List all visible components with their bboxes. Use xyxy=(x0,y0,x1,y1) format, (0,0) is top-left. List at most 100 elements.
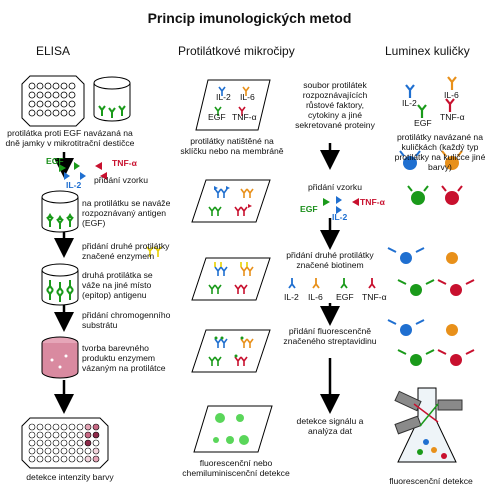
elisa-bind-text: na protilátku se naváže rozpoznávaný ant… xyxy=(82,198,171,228)
microarray-slide-2-icon xyxy=(191,179,271,223)
plate-well xyxy=(60,423,68,431)
plate-well xyxy=(52,447,60,455)
elisa-second-ab-text: přidání druhé protilátky značené enzymem xyxy=(82,241,170,261)
elisa-il2-label: IL-2 xyxy=(66,180,82,190)
plate-well xyxy=(92,447,100,455)
plate-well xyxy=(92,439,100,447)
luminex-signal-text: detekce signálu a analýza dat xyxy=(296,416,364,436)
lx-mix-il2-label: IL-2 xyxy=(332,212,348,222)
luminex-sandwich-beads-icon xyxy=(387,247,475,366)
microarray-slide-4-icon xyxy=(191,329,271,373)
plate-well xyxy=(84,455,92,463)
flow-cytometer-icon xyxy=(394,387,463,463)
plate-well xyxy=(44,455,52,463)
microarray-result-slide-icon xyxy=(193,405,273,453)
well-sandwich-icon xyxy=(41,263,79,306)
plate-well xyxy=(60,455,68,463)
result-plate-icon xyxy=(21,417,109,469)
plate-well xyxy=(84,423,92,431)
elisa-detect-text: detekce intenzity barvy xyxy=(26,472,114,482)
plate-well xyxy=(28,439,36,447)
plate-well xyxy=(60,447,68,455)
well-with-antigen-icon xyxy=(41,190,79,233)
elisa-add-sample-text: přidání vzorku xyxy=(94,175,148,185)
luminex-beads-text: protilátky navázané na kuličkách (každý … xyxy=(394,132,486,172)
plate-well xyxy=(44,447,52,455)
elisa-tnf-label: TNF-α xyxy=(112,158,137,168)
lx-mix-tnf-label: TNF-α xyxy=(360,197,385,207)
antigen-mix-icon xyxy=(59,162,107,180)
plate-well xyxy=(52,423,60,431)
ma-egf-label: EGF xyxy=(208,112,226,122)
plate-well xyxy=(76,439,84,447)
microtiter-plate-icon xyxy=(21,75,85,127)
luminex-biotin-antibodies-icon xyxy=(288,278,376,289)
luminex-strep-text: přidání fluorescenčně značeného streptav… xyxy=(283,326,377,346)
plate-well xyxy=(68,455,76,463)
plate-well xyxy=(84,447,92,455)
plate-well xyxy=(36,447,44,455)
plate-well xyxy=(44,439,52,447)
column-elisa: ELISA xyxy=(36,44,71,58)
plate-well xyxy=(52,455,60,463)
plate-well xyxy=(44,423,52,431)
column-luminex: Luminex kuličky xyxy=(385,44,470,58)
plate-well xyxy=(68,431,76,439)
plate-well xyxy=(28,431,36,439)
well-icon xyxy=(93,76,131,122)
plate-well xyxy=(36,455,44,463)
luminex-antibody-set-icon xyxy=(405,76,457,118)
elisa-bind2-text: druhá protilátka se váže na jiné místo (… xyxy=(82,270,153,300)
luminex-add-sample-text: přidání vzorku xyxy=(308,182,362,192)
lx-egf-label: EGF xyxy=(414,118,432,128)
microarray-printed-text: protilátky natištěné na sklíčku nebo na … xyxy=(180,136,284,156)
elisa-egf-label: EGF xyxy=(46,156,64,166)
ma-tnf-label: TNF-α xyxy=(232,112,257,122)
luminex-detect-text: fluorescenční detekce xyxy=(389,476,473,486)
lx-il6-label: IL-6 xyxy=(444,90,459,100)
luminex-antigen-mix-icon xyxy=(323,196,359,214)
microarray-detect-text: fluorescenční nebo chemiluminiscenční de… xyxy=(182,458,290,478)
microarray-slide-1-icon xyxy=(195,79,271,131)
plate-well xyxy=(68,423,76,431)
plate-well xyxy=(60,431,68,439)
lx-bio-il2-label: IL-2 xyxy=(284,292,299,302)
ma-il2-label: IL-2 xyxy=(216,92,231,102)
plate-well xyxy=(36,431,44,439)
lx-tnf-label: TNF-α xyxy=(440,112,465,122)
lx-il2-label: IL-2 xyxy=(402,98,417,108)
plate-well xyxy=(76,455,84,463)
luminex-set-text: soubor protilátek rozpoznávajících růsto… xyxy=(295,80,375,130)
elisa-substrate-text: přidání chromogenního substrátu xyxy=(82,310,171,330)
diagram-title: Princip imunologických metod xyxy=(147,10,352,26)
plate-well xyxy=(60,439,68,447)
column-microarray: Protilátkové mikročipy xyxy=(178,44,295,58)
plate-well xyxy=(76,431,84,439)
well-color-icon xyxy=(41,336,79,379)
luminex-beads-icon xyxy=(399,150,463,205)
lx-bio-tnf-label: TNF-α xyxy=(362,292,387,302)
plate-well xyxy=(44,431,52,439)
lx-bio-egf-label: EGF xyxy=(336,292,354,302)
plate-well xyxy=(28,455,36,463)
plate-well xyxy=(28,447,36,455)
lx-bio-il6-label: IL-6 xyxy=(308,292,323,302)
elisa-step1-text: protilátka proti EGF navázaná na dně jam… xyxy=(5,128,135,148)
ma-il6-label: IL-6 xyxy=(240,92,255,102)
elisa-product-text: tvorba barevného produktu enzymem vázaný… xyxy=(82,343,166,373)
plate-well xyxy=(36,439,44,447)
plate-well xyxy=(52,431,60,439)
plate-well xyxy=(92,455,100,463)
plate-well xyxy=(28,423,36,431)
plate-well xyxy=(68,447,76,455)
plate-well xyxy=(76,423,84,431)
plate-well xyxy=(84,431,92,439)
plate-well xyxy=(92,423,100,431)
luminex-second-ab-text: přidání druhé protilátky značené biotine… xyxy=(286,250,374,270)
plate-well xyxy=(76,447,84,455)
plate-well xyxy=(52,439,60,447)
plate-well xyxy=(84,439,92,447)
lx-mix-egf-label: EGF xyxy=(300,204,318,214)
second-antibody-icon xyxy=(146,246,162,257)
